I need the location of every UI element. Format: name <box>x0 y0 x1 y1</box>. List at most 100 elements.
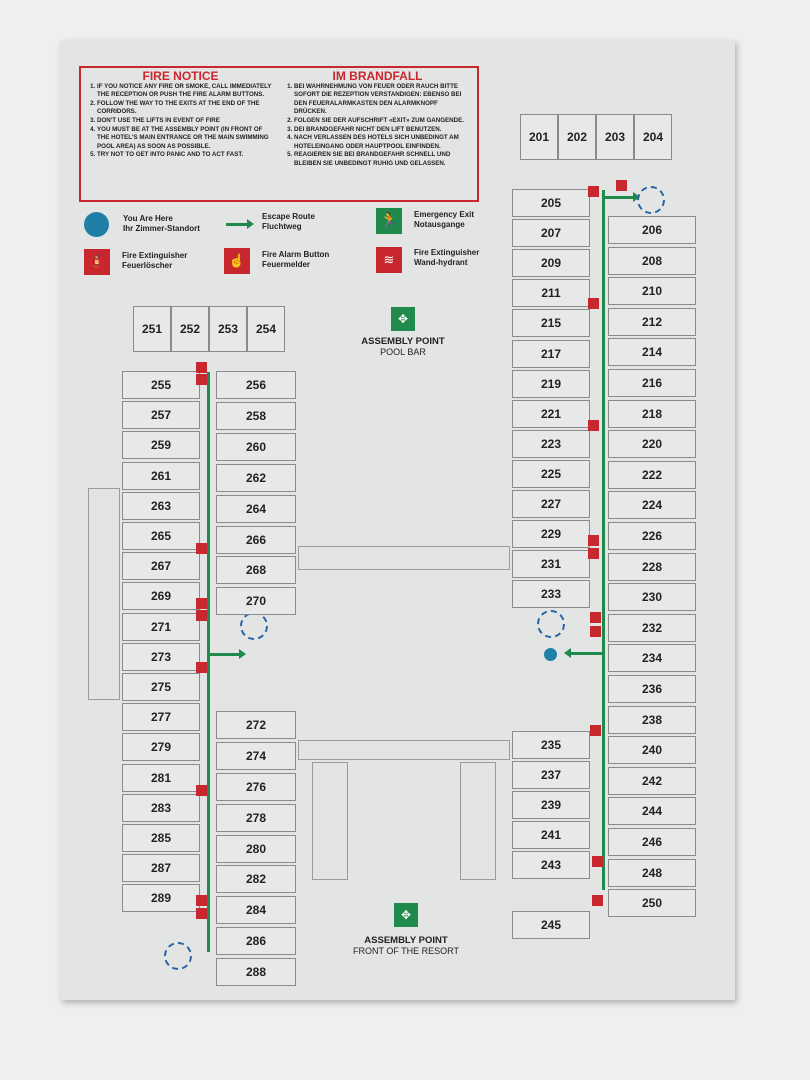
room-204: 204 <box>634 114 672 160</box>
room-225: 225 <box>512 459 590 488</box>
room-272: 272 <box>216 710 296 739</box>
escape-route-arrow-icon <box>226 219 254 229</box>
room-244: 244 <box>608 797 696 826</box>
room-273: 273 <box>122 642 200 671</box>
room-258: 258 <box>216 401 296 430</box>
room-216: 216 <box>608 369 696 397</box>
room-241: 241 <box>512 821 590 850</box>
room-215: 215 <box>512 309 590 338</box>
room-277: 277 <box>122 703 200 732</box>
room-209: 209 <box>512 249 590 278</box>
fire-notice-box: FIRE NOTICE IF YOU NOTICE ANY FIRE OR SM… <box>79 66 479 202</box>
room-243: 243 <box>512 851 590 880</box>
wall-hydrant-icon: ≋ <box>376 247 402 273</box>
room-221: 221 <box>512 399 590 428</box>
fire-extinguisher-icon <box>196 785 207 796</box>
notice-item: BEI WAHRNEHMUNG VON FEUER ODER RAUCH BIT… <box>294 83 471 117</box>
room-203: 203 <box>596 114 634 160</box>
room-278: 278 <box>216 803 296 832</box>
room-228: 228 <box>608 552 696 581</box>
room-269: 269 <box>122 582 200 611</box>
fire-notice-english: FIRE NOTICE IF YOU NOTICE ANY FIRE OR SM… <box>87 69 274 196</box>
assembly-point-icon: ✥ <box>391 307 415 331</box>
room-202: 202 <box>558 114 596 160</box>
room-238: 238 <box>608 705 696 734</box>
room-288: 288 <box>216 958 296 987</box>
room-271: 271 <box>122 612 200 641</box>
room-267: 267 <box>122 552 200 581</box>
fire-extinguisher-icon: 🧯 <box>84 249 110 275</box>
escape-route-arrow-icon <box>604 192 640 202</box>
room-268: 268 <box>216 556 296 585</box>
room-236: 236 <box>608 675 696 703</box>
room-224: 224 <box>608 491 696 520</box>
room-218: 218 <box>608 399 696 428</box>
building-outline <box>460 762 496 880</box>
stairwell-icon <box>164 942 192 970</box>
room-266: 266 <box>216 525 296 554</box>
room-201: 201 <box>520 114 558 160</box>
fire-notice-german: IM BRANDFALL BEI WAHRNEHMUNG VON FEUER O… <box>284 70 471 196</box>
room-287: 287 <box>122 854 200 883</box>
room-210: 210 <box>608 277 696 306</box>
escape-route-arrow-icon <box>570 652 602 655</box>
room-205: 205 <box>512 189 590 217</box>
emergency-exit-icon: 🏃 <box>376 208 402 234</box>
fire-extinguisher-icon <box>616 180 627 191</box>
room-245: 245 <box>512 911 590 940</box>
fire-extinguisher-icon <box>196 362 207 373</box>
room-276: 276 <box>216 772 296 801</box>
room-248: 248 <box>608 858 696 887</box>
fire-alarm-button-icon: ☝ <box>224 248 250 274</box>
fire-extinguisher-icon <box>590 725 601 736</box>
room-283: 283 <box>122 793 200 822</box>
room-226: 226 <box>608 522 696 550</box>
left-annex-outline <box>88 488 120 700</box>
room-281: 281 <box>122 763 200 792</box>
fire-extinguisher-icon <box>588 548 599 559</box>
room-289: 289 <box>122 884 200 913</box>
room-257: 257 <box>122 401 200 430</box>
room-256: 256 <box>216 371 296 399</box>
fire-extinguisher-icon <box>196 374 207 385</box>
room-206: 206 <box>608 216 696 244</box>
left-wing-escape-route <box>207 372 210 952</box>
fire-extinguisher-icon <box>588 186 599 197</box>
notice-item: IF YOU NOTICE ANY FIRE OR SMOKE, CALL IM… <box>97 83 274 100</box>
room-259: 259 <box>122 431 200 460</box>
room-250: 250 <box>608 889 696 918</box>
room-222: 222 <box>608 460 696 489</box>
room-217: 217 <box>512 339 590 368</box>
fire-extinguisher-icon <box>196 895 207 906</box>
room-235: 235 <box>512 730 590 759</box>
room-255: 255 <box>122 371 200 399</box>
room-254: 254 <box>247 306 285 352</box>
room-208: 208 <box>608 246 696 275</box>
fire-notice-title: FIRE NOTICE <box>142 69 219 83</box>
room-214: 214 <box>608 338 696 367</box>
room-227: 227 <box>512 490 590 518</box>
fire-extinguisher-icon <box>196 543 207 554</box>
room-270: 270 <box>216 587 296 616</box>
fire-extinguisher-icon <box>590 612 601 623</box>
fire-extinguisher-icon <box>196 908 207 919</box>
room-282: 282 <box>216 865 296 894</box>
escape-route-arrow-icon <box>210 649 246 659</box>
room-220: 220 <box>608 430 696 459</box>
room-285: 285 <box>122 824 200 852</box>
room-261: 261 <box>122 461 200 490</box>
assembly-point-icon: ✥ <box>394 903 418 927</box>
fire-extinguisher-icon <box>590 626 601 637</box>
room-253: 253 <box>209 306 247 352</box>
room-252: 252 <box>171 306 209 352</box>
fire-extinguisher-icon <box>588 298 599 309</box>
room-234: 234 <box>608 644 696 673</box>
fire-extinguisher-icon <box>588 420 599 431</box>
